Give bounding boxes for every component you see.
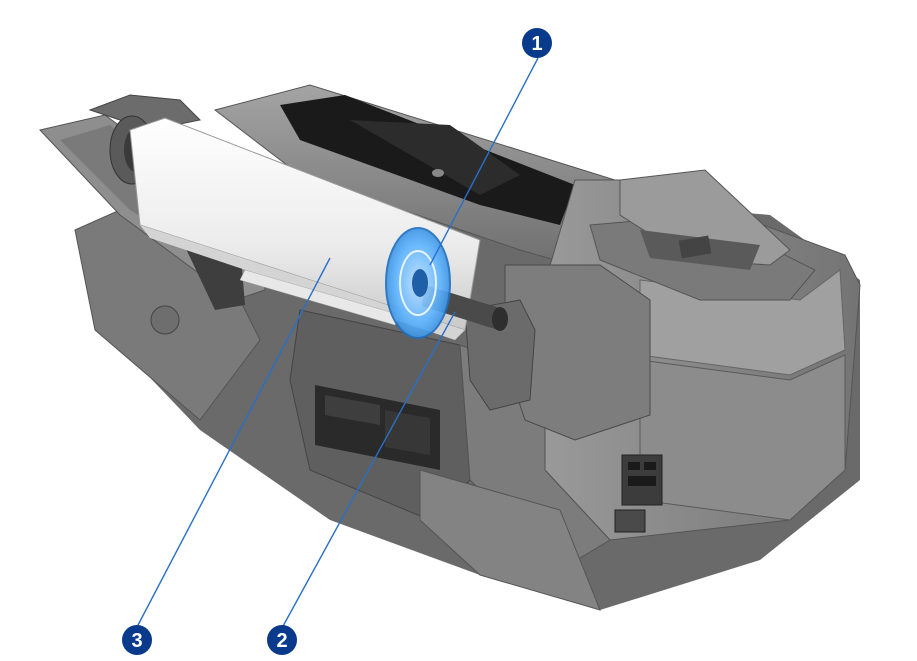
callout-2-label: 2 [276,630,287,652]
callout-3: 3 [122,625,152,655]
spindle-stop-icon [385,227,451,339]
callout-2: 2 [267,625,297,655]
leader-lines [136,57,539,629]
leader-line-1 [429,57,539,266]
callout-1-label: 1 [531,33,542,55]
leader-line-2 [281,311,456,629]
callout-1: 1 [522,28,552,58]
leader-line-3 [136,257,331,628]
callout-3-label: 3 [131,630,142,652]
